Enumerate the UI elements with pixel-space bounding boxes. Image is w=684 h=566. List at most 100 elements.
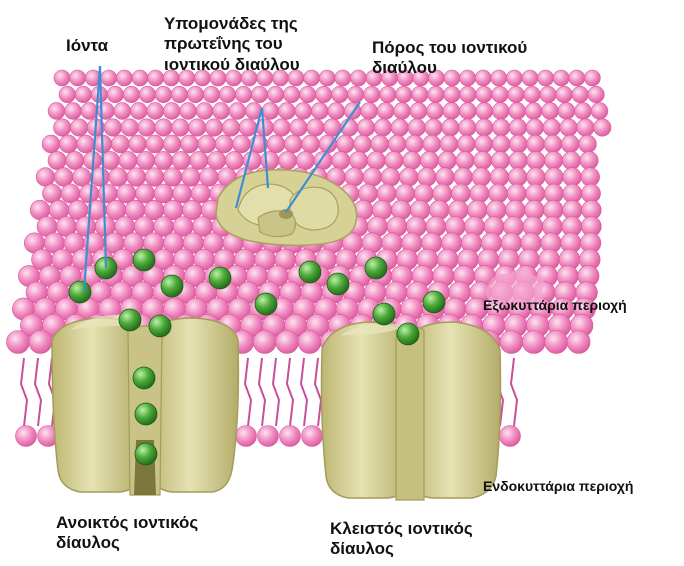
- lipid-head: [367, 151, 385, 169]
- lipid-head: [492, 135, 510, 153]
- lipid-head: [132, 70, 148, 86]
- lipid-head: [561, 135, 579, 153]
- lipid-head: [163, 135, 181, 153]
- lipid-head: [569, 70, 585, 86]
- lipid-head: [354, 135, 372, 153]
- lipid-head: [444, 86, 460, 102]
- label-subunits-line1: Υπομονάδες της: [164, 14, 300, 34]
- ion: [133, 249, 155, 271]
- lipid-head: [508, 86, 524, 102]
- ion: [135, 443, 157, 465]
- lipid-head: [54, 168, 73, 187]
- lipid-head: [267, 135, 285, 153]
- lipid-head: [304, 70, 320, 86]
- lipid-head: [581, 168, 600, 187]
- label-subunits: Υπομονάδες της πρωτεΐνης του ιοντικού δι…: [164, 14, 300, 75]
- lipid-head: [500, 331, 523, 354]
- lipid-head: [163, 103, 180, 120]
- lipid-head: [233, 135, 251, 153]
- lipid-head: [584, 70, 600, 86]
- lipid-head: [48, 103, 65, 120]
- lipid-head: [335, 70, 351, 86]
- lipid-head: [77, 135, 95, 153]
- lipid-head: [190, 151, 208, 169]
- lipid-head: [187, 86, 203, 102]
- lipid-head: [116, 70, 132, 86]
- lipid-head: [377, 184, 396, 203]
- lipid-head: [172, 119, 189, 136]
- label-closed-channel-line1: Κλειστός ιοντικός: [330, 519, 473, 539]
- lipid-head: [394, 103, 411, 120]
- lipid-head: [492, 103, 509, 120]
- lipid-head: [543, 119, 560, 136]
- lipid-head: [451, 184, 470, 203]
- lipid-head: [336, 135, 354, 153]
- lipid-head: [364, 86, 380, 102]
- label-extracellular: Εξωκυττάρια περιοχή: [483, 297, 627, 314]
- lipid-head: [222, 119, 239, 136]
- lipid-head: [267, 86, 283, 102]
- ion: [69, 281, 91, 303]
- lipid-head: [348, 86, 364, 102]
- lipid-head: [75, 86, 91, 102]
- lipid-head: [361, 103, 378, 120]
- lipid-head: [137, 151, 155, 169]
- lipid-head: [276, 331, 299, 354]
- label-intracellular: Ενδοκυττάρια περιοχή: [483, 478, 633, 495]
- lipid-head: [127, 168, 146, 187]
- lipid-head: [139, 86, 155, 102]
- lipid-head: [388, 135, 406, 153]
- lipid-head: [460, 86, 476, 102]
- lipid-head: [459, 103, 476, 120]
- label-pore-line1: Πόρος του ιοντικού: [372, 38, 527, 58]
- lipid-head: [261, 151, 279, 169]
- lipid-head: [200, 168, 219, 187]
- lipid-head: [491, 151, 509, 169]
- lipid-head: [298, 331, 321, 354]
- lipid-head: [119, 151, 137, 169]
- lipid-head: [73, 168, 92, 187]
- lipid-head: [205, 119, 222, 136]
- lipid-head: [414, 184, 433, 203]
- lipid-head: [290, 119, 307, 136]
- lipid-head: [508, 168, 527, 187]
- lipid-head: [526, 119, 543, 136]
- lipid-head: [42, 135, 60, 153]
- lipid-head: [433, 184, 452, 203]
- lipid-head: [155, 86, 171, 102]
- lipid-head: [459, 119, 476, 136]
- lipid-head: [300, 86, 316, 102]
- lipid-head: [492, 119, 509, 136]
- label-ions: Ιόντα: [66, 36, 108, 56]
- lipid-head: [443, 103, 460, 120]
- lipid-head: [70, 119, 87, 136]
- lipid-head: [273, 119, 290, 136]
- lipid-head: [545, 168, 564, 187]
- lipid-head: [295, 103, 312, 120]
- lipid-head: [524, 86, 540, 102]
- ion: [135, 403, 157, 425]
- lipid-head: [284, 135, 302, 153]
- ion: [255, 293, 277, 315]
- lipid-head: [59, 135, 77, 153]
- lipid-head: [70, 70, 86, 86]
- lipid-head: [251, 86, 267, 102]
- ion: [373, 303, 395, 325]
- lipid-head: [29, 331, 52, 354]
- lipid-head: [428, 86, 444, 102]
- lipid-head: [225, 151, 243, 169]
- lipid-head: [101, 70, 117, 86]
- lipid-head-inner: [500, 426, 521, 447]
- lipid-head: [154, 184, 173, 203]
- lipid-head-inner: [280, 426, 301, 447]
- lipid-head: [580, 151, 598, 169]
- lipid-head: [296, 151, 314, 169]
- lipid-head: [181, 135, 199, 153]
- lipid-head: [545, 331, 568, 354]
- ion: [149, 315, 171, 337]
- lipid-head: [311, 103, 328, 120]
- lipid-head: [577, 119, 594, 136]
- lipid-head: [391, 119, 408, 136]
- lipid-head: [575, 103, 592, 120]
- lipid-head: [525, 103, 542, 120]
